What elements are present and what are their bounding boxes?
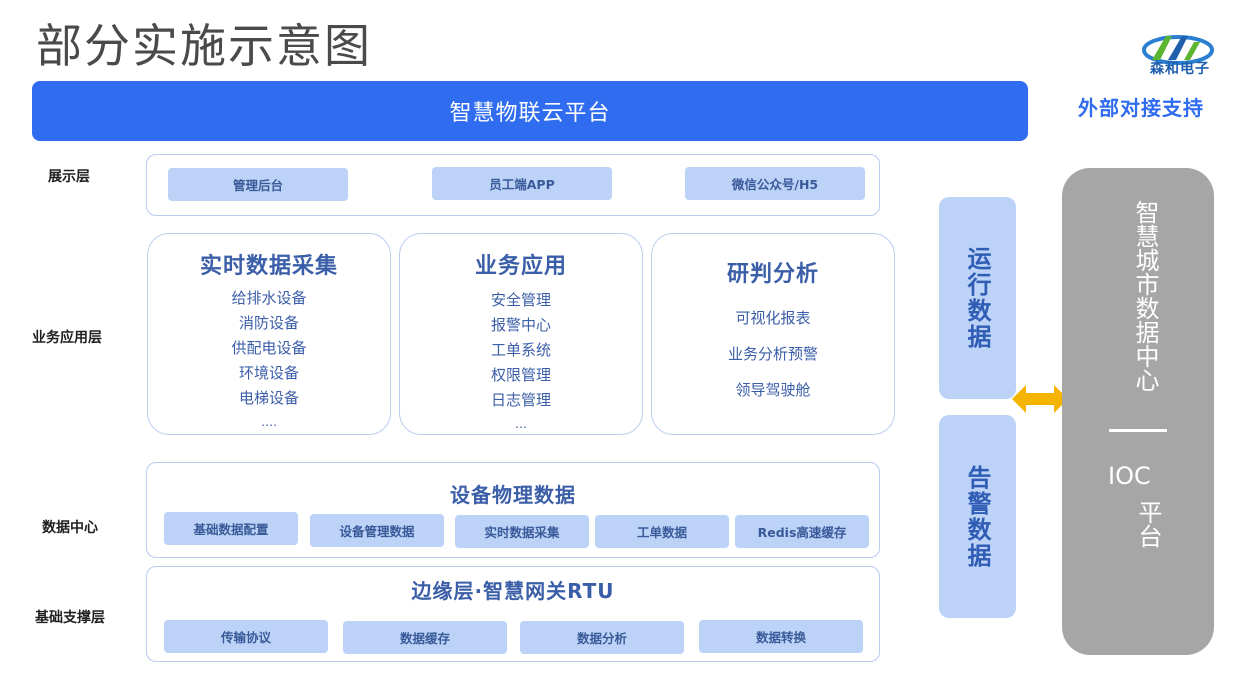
card-item-list: 安全管理 报警中心 工单系统 权限管理 日志管理 xyxy=(400,288,642,413)
list-item: 权限管理 xyxy=(490,366,551,384)
list-item: 业务分析预警 xyxy=(727,345,818,363)
card-title: 实时数据采集 xyxy=(199,254,338,279)
ioc-vertical-title: 智慧城市数据中心 xyxy=(1131,200,1159,392)
data-chip-device-mgmt: 设备管理数据 xyxy=(310,514,444,547)
alarm-data-box: 告警数据 xyxy=(939,415,1016,618)
alarm-data-label: 告警数据 xyxy=(963,464,991,569)
list-item: 电梯设备 xyxy=(238,389,299,407)
card-analysis: 研判分析 可视化报表 业务分析预警 领导驾驶舱 xyxy=(651,233,895,435)
foundation-chip-analysis: 数据分析 xyxy=(520,621,684,654)
ioc-panel xyxy=(1062,168,1214,655)
list-item: 工单系统 xyxy=(490,341,551,359)
layer-label-data-center: 数据中心 xyxy=(42,520,98,536)
list-item: 消防设备 xyxy=(238,314,299,332)
display-chip-wechat: 微信公众号/H5 xyxy=(685,167,865,200)
card-title: 业务应用 xyxy=(474,254,567,279)
data-center-title: 设备物理数据 xyxy=(450,483,576,507)
list-item: 日志管理 xyxy=(490,391,551,409)
list-item: 供配电设备 xyxy=(231,339,307,357)
double-arrow-icon xyxy=(1012,385,1068,413)
layer-label-business: 业务应用层 xyxy=(32,330,102,346)
card-business-apps: 业务应用 安全管理 报警中心 工单系统 权限管理 日志管理 … xyxy=(399,233,643,435)
display-chip-app: 员工端APP xyxy=(432,167,612,200)
list-item: 给排水设备 xyxy=(231,289,307,307)
ioc-sub-label: 平台 xyxy=(1134,500,1162,548)
data-chip-realtime: 实时数据采集 xyxy=(455,515,589,548)
more-ellipsis: … xyxy=(515,417,527,431)
display-chip-admin: 管理后台 xyxy=(168,168,348,201)
card-item-list: 给排水设备 消防设备 供配电设备 环境设备 电梯设备 xyxy=(148,286,390,411)
data-chip-base-config: 基础数据配置 xyxy=(164,512,298,545)
platform-banner: 智慧物联云平台 xyxy=(32,81,1028,141)
list-item: 安全管理 xyxy=(490,291,551,309)
card-title: 研判分析 xyxy=(726,262,819,287)
ioc-divider xyxy=(1109,429,1167,432)
foundation-title: 边缘层·智慧网关RTU xyxy=(411,579,615,603)
list-item: 报警中心 xyxy=(490,316,551,334)
run-data-label: 运行数据 xyxy=(963,246,991,350)
card-realtime-collection: 实时数据采集 给排水设备 消防设备 供配电设备 环境设备 电梯设备 …. xyxy=(147,233,391,435)
list-item: 可视化报表 xyxy=(735,309,811,327)
run-data-box: 运行数据 xyxy=(939,197,1016,399)
ioc-label: IOC xyxy=(1108,462,1151,490)
layer-label-display: 展示层 xyxy=(48,169,90,185)
foundation-chip-convert: 数据转换 xyxy=(699,620,863,653)
layer-label-foundation: 基础支撑层 xyxy=(35,610,105,626)
more-ellipsis: …. xyxy=(261,415,277,429)
data-chip-redis-cache: Redis高速缓存 xyxy=(735,515,869,548)
card-item-list: 可视化报表 业务分析预警 领导驾驶舱 xyxy=(652,300,894,408)
logo-text: 森和电子 xyxy=(1150,61,1210,77)
foundation-chip-protocol: 传输协议 xyxy=(164,620,328,653)
list-item: 环境设备 xyxy=(238,364,299,382)
foundation-chip-cache: 数据缓存 xyxy=(343,621,507,654)
list-item: 领导驾驶舱 xyxy=(735,381,811,399)
data-chip-workorder: 工单数据 xyxy=(595,515,729,548)
banner-label: 智慧物联云平台 xyxy=(449,101,611,126)
company-logo-icon xyxy=(1142,35,1214,65)
page-title: 部分实施示意图 xyxy=(36,19,372,73)
external-support-title: 外部对接支持 xyxy=(1078,96,1204,120)
